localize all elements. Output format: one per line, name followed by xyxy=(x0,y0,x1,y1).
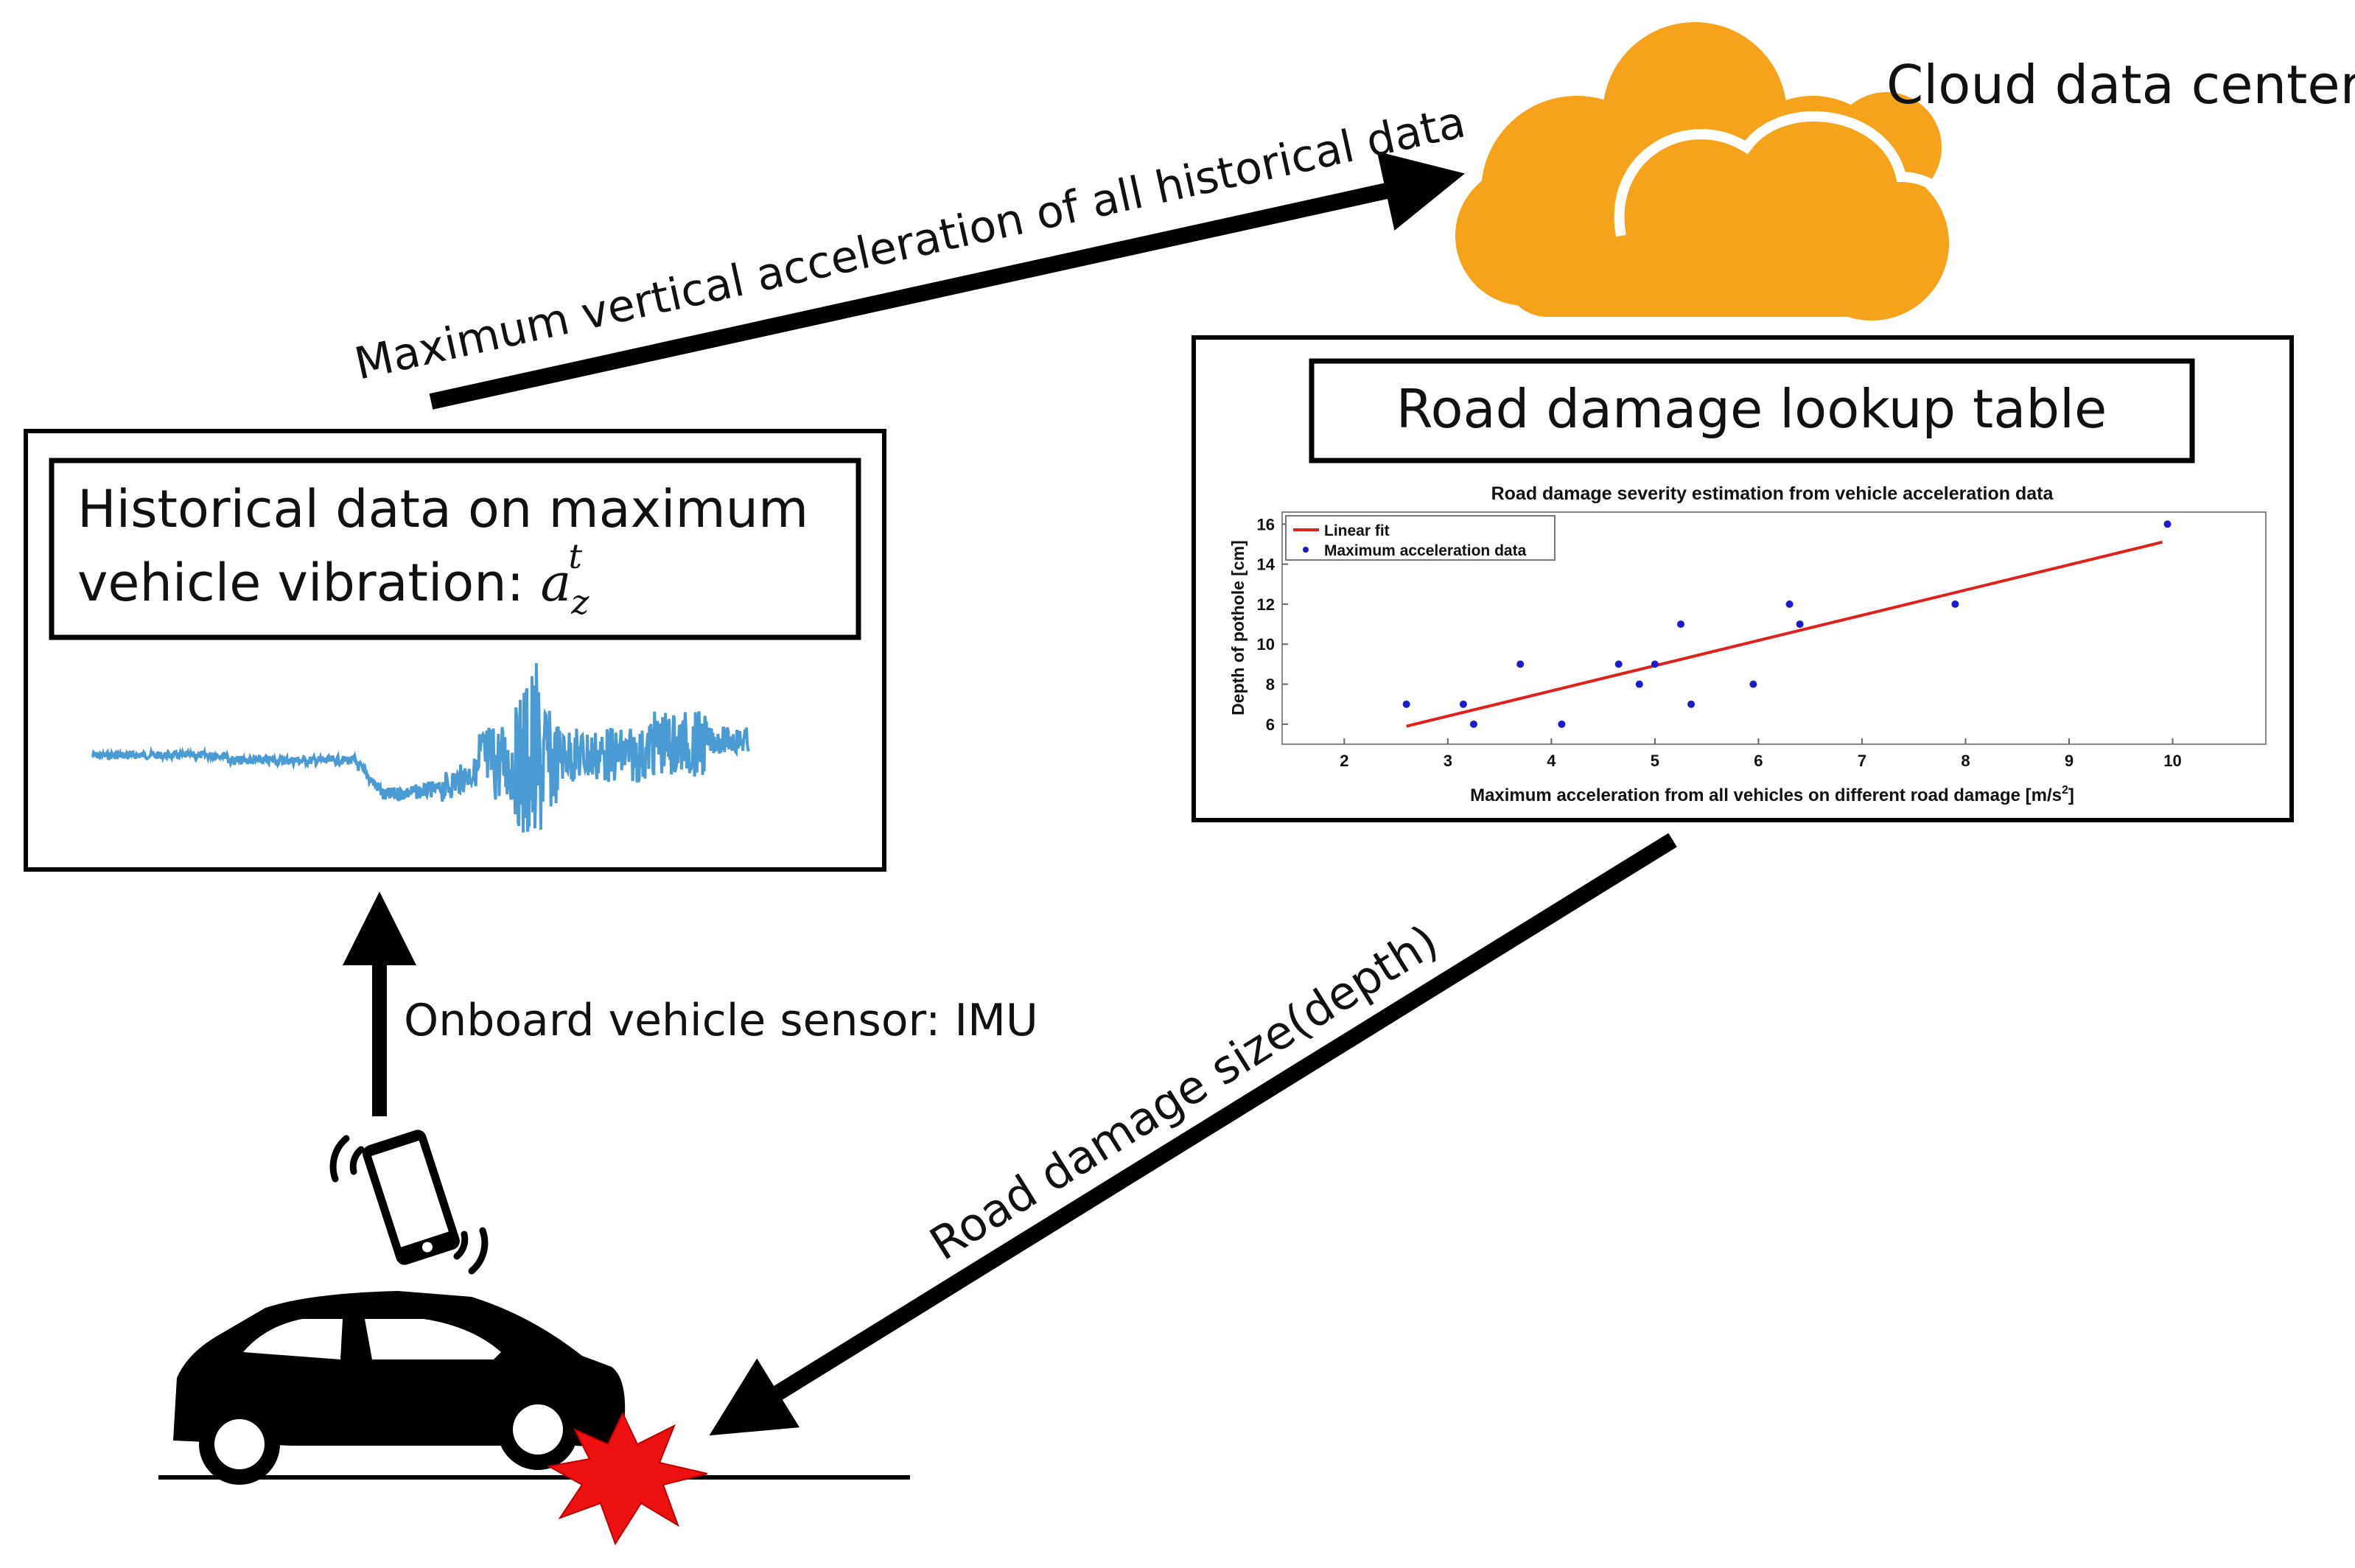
chart-legend: Linear fit Maximum acceleration data xyxy=(1285,515,1556,561)
x-tick-label: 6 xyxy=(1754,752,1763,770)
legend-points-label: Maximum acceleration data xyxy=(1324,542,1527,559)
data-point xyxy=(1614,660,1623,668)
historical-title-line1: Historical data on maximum xyxy=(77,479,808,539)
y-tick-label: 14 xyxy=(1257,556,1276,574)
data-point xyxy=(1785,600,1794,608)
x-tick-label: 5 xyxy=(1651,752,1659,770)
sensor-arrow-label: Onboard vehicle sensor: IMU xyxy=(404,995,1038,1046)
chart-legend-box xyxy=(1285,515,1556,561)
data-point xyxy=(1516,660,1525,668)
chart-title: Road damage severity estimation from veh… xyxy=(1491,483,2054,504)
legend-points-swatch xyxy=(1303,547,1309,553)
data-point xyxy=(1469,720,1477,728)
chart-marks xyxy=(1402,520,2172,728)
linear-fit-line xyxy=(1406,540,2163,728)
y-tick-label: 8 xyxy=(1266,676,1275,694)
y-tick-label: 6 xyxy=(1266,715,1275,734)
historical-title-line2: vehicle vibration: azt xyxy=(77,536,589,622)
data-point xyxy=(1558,720,1566,728)
phone-icon xyxy=(363,1130,460,1265)
upload-arrow xyxy=(429,151,1465,410)
data-point xyxy=(1749,680,1757,688)
chart-ticks: 2 3 4 5 6 7 8 9 10 6 8 10 12 14 16 xyxy=(1257,515,2182,770)
data-point xyxy=(1687,700,1696,708)
y-tick-label: 10 xyxy=(1257,635,1275,654)
lookup-table-title-box xyxy=(1309,358,2195,463)
vibration-signal-waveform xyxy=(91,662,750,833)
data-point xyxy=(1635,680,1643,688)
data-point xyxy=(2163,520,2172,528)
y-tick-label: 16 xyxy=(1257,515,1275,533)
impact-burst-icon xyxy=(547,1411,708,1546)
legend-fit-label: Linear fit xyxy=(1324,522,1390,539)
x-tick-label: 10 xyxy=(2163,752,2181,770)
lookup-table-title: Road damage lookup table xyxy=(1396,378,2107,440)
chart-x-axis-label: Maximum acceleration from all vehicles o… xyxy=(1470,784,2074,805)
chart-y-axis-label: Depth of pothole [cm] xyxy=(1228,540,1248,715)
y-tick-label: 12 xyxy=(1257,595,1275,614)
data-point xyxy=(1951,600,1959,608)
data-point xyxy=(1796,620,1804,629)
cloud-label: Cloud data center xyxy=(1886,54,2355,116)
data-point xyxy=(1459,700,1467,708)
x-tick-label: 8 xyxy=(1961,752,1970,770)
data-point xyxy=(1402,700,1410,708)
data-point xyxy=(1651,660,1659,668)
x-tick-label: 7 xyxy=(1858,752,1866,770)
x-tick-label: 4 xyxy=(1547,752,1556,770)
historical-data-title-box xyxy=(49,458,861,640)
depth-vs-acceleration-chart: Road damage severity estimation from veh… xyxy=(1228,483,2267,805)
phone-vibration-marks xyxy=(329,1135,489,1275)
cloud-inner-outline xyxy=(1614,111,1973,283)
x-tick-label: 3 xyxy=(1444,752,1452,770)
x-tick-label: 2 xyxy=(1340,752,1348,770)
car-icon xyxy=(173,1291,626,1485)
damage-arrow-label: Road damage size(depth) xyxy=(920,914,1447,1270)
damage-arrow xyxy=(709,833,1677,1436)
cloud-icon xyxy=(1455,22,1949,321)
x-tick-label: 9 xyxy=(2065,752,2074,770)
data-point xyxy=(1677,620,1685,629)
